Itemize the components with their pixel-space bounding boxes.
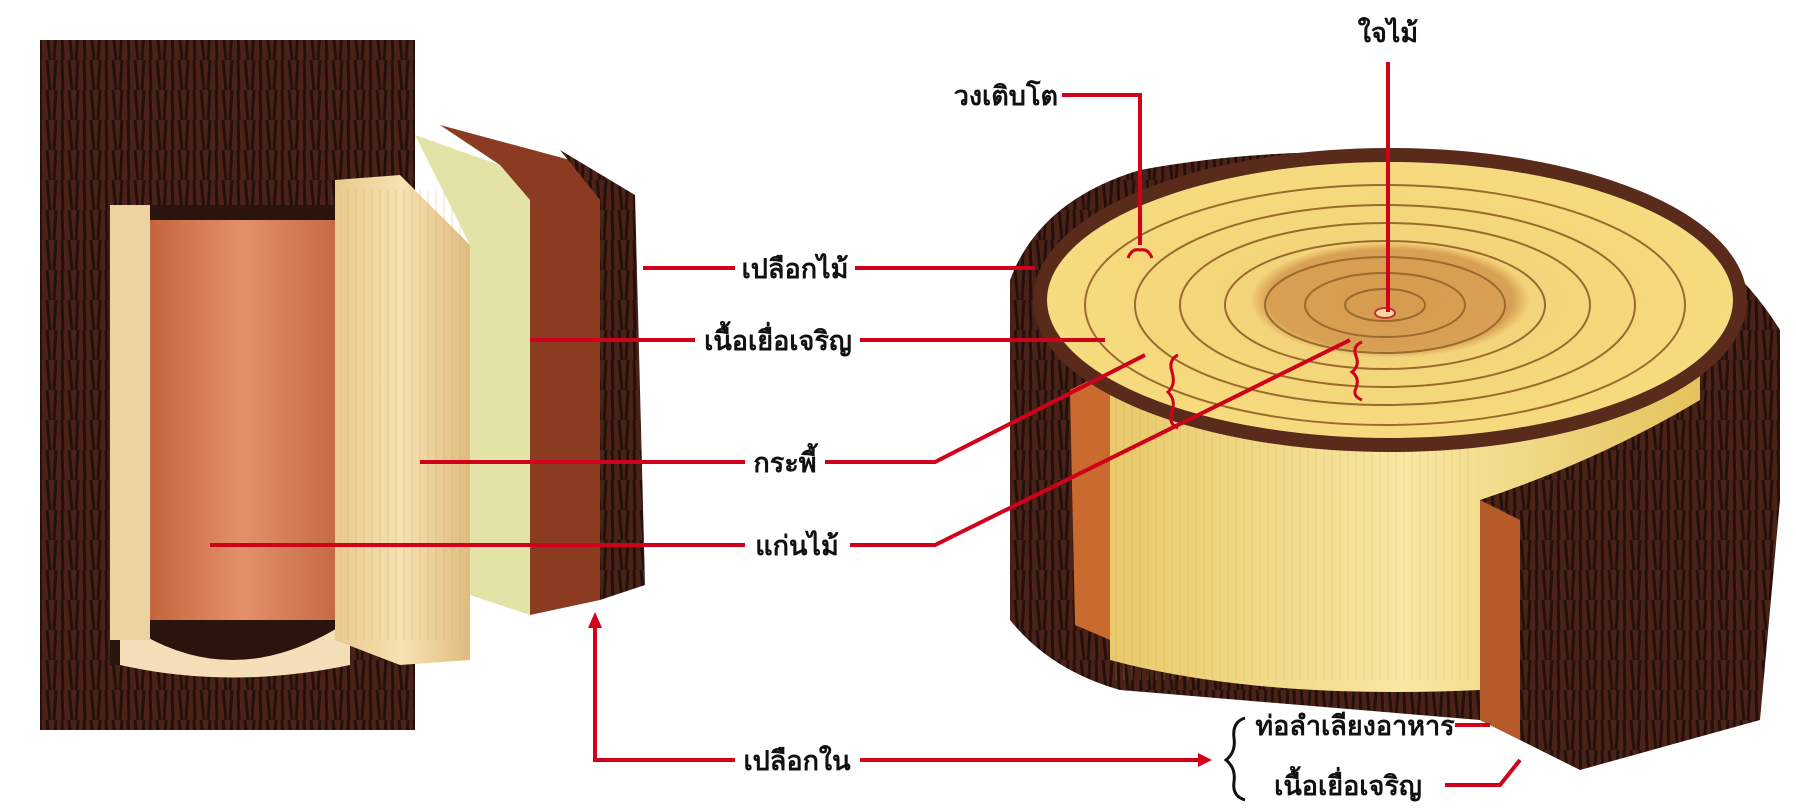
label-outer-bark: เปลือกไม้ bbox=[742, 253, 849, 285]
trunk-cutaway-illustration bbox=[40, 40, 645, 730]
stump-inner-bark-left bbox=[1070, 370, 1110, 640]
label-heartwood-center: ใจไม้ bbox=[1358, 17, 1418, 49]
arrow-inner-bark-right bbox=[1198, 753, 1212, 767]
label-heartwood: แก่นไม้ bbox=[755, 530, 839, 562]
stump-inner-bark-right bbox=[1480, 500, 1520, 740]
arrow-inner-bark-up bbox=[588, 612, 602, 628]
brace-inner-bark[interactable] bbox=[1226, 718, 1245, 800]
label-phloem: ท่อลำเลียงอาหาร bbox=[1255, 711, 1455, 742]
label-sapwood: กระพี้ bbox=[753, 442, 818, 479]
label-cambium-bottom: เนื้อเยื่อเจริญ bbox=[1274, 765, 1422, 802]
label-inner-bark: เปลือกใน bbox=[743, 745, 851, 777]
label-growth-ring: วงเติบโต bbox=[954, 79, 1058, 112]
label-cambium: เนื้อเยื่อเจริญ bbox=[704, 320, 852, 357]
peel-sapwood-grain bbox=[340, 190, 465, 640]
trunk-sapwood-inner bbox=[110, 205, 150, 640]
trunk-heartwood bbox=[150, 220, 335, 620]
stump-pith bbox=[1375, 308, 1395, 318]
leader-cambium-bottom bbox=[1445, 760, 1520, 785]
stump-cross-section-illustration bbox=[1010, 152, 1780, 770]
